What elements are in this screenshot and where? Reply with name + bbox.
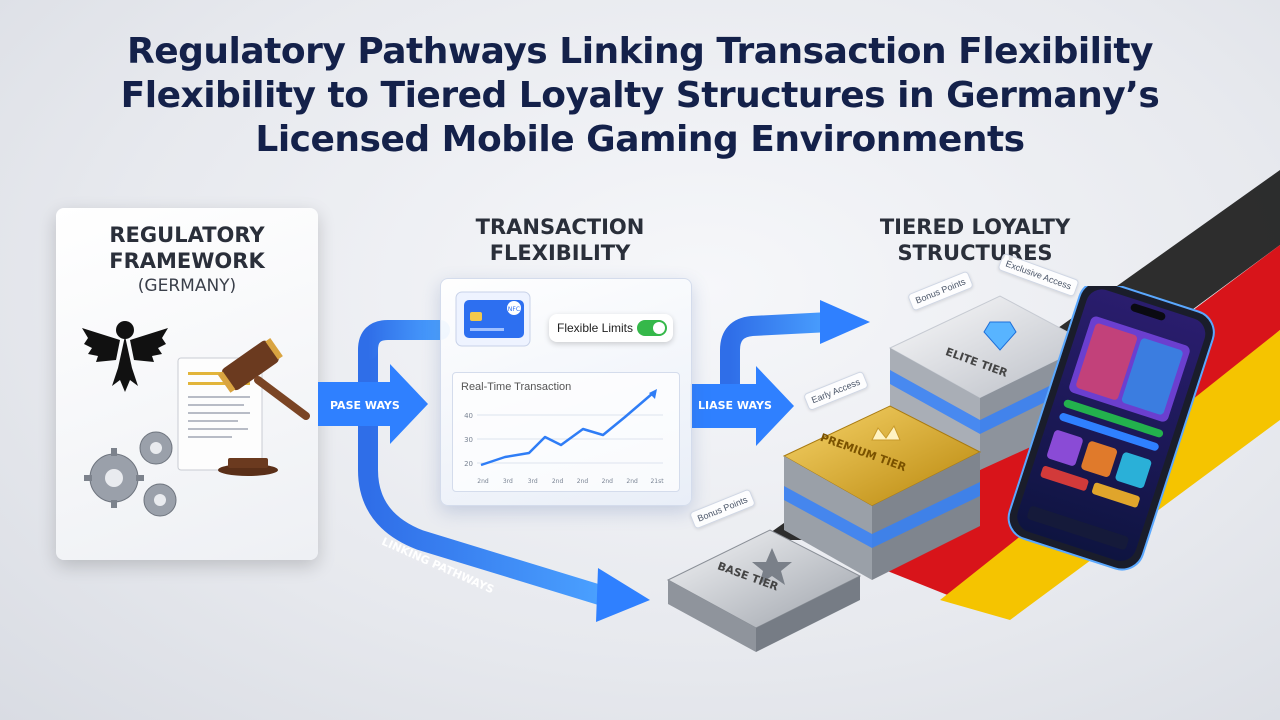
title-line-3: Licensed Mobile Gaming Environments: [255, 119, 1025, 160]
chart-title: Real-Time Transaction: [461, 381, 572, 393]
transaction-heading-line-2: FLEXIBILITY: [489, 241, 631, 265]
title-line-2: Flexibility to Tiered Loyalty Structures…: [120, 75, 1160, 116]
regulatory-heading: REGULATORY FRAMEWORK (GERMANY): [56, 222, 318, 298]
chart-y-tick-label: 30: [464, 436, 473, 444]
crown-icon: [871, 424, 901, 441]
flow-label-upper-right: LIASE WAYS: [698, 399, 772, 412]
arrowhead-top: [820, 300, 870, 344]
diamond-icon: [983, 321, 1017, 351]
chart-x-tick-label: 2nd: [477, 478, 489, 485]
regulatory-heading-line-1: REGULATORY: [109, 223, 265, 247]
regulatory-heading-line-2: FRAMEWORK: [109, 249, 265, 273]
premium-tier-block: [782, 405, 982, 580]
transaction-heading: TRANSACTION FLEXIBILITY: [460, 214, 660, 266]
flexible-limits-toggle[interactable]: [637, 320, 667, 336]
arrowhead-mid: [690, 366, 794, 446]
chart-y-tick-label: 40: [464, 412, 473, 420]
arrowhead-lower: [596, 568, 650, 622]
page-title: Regulatory Pathways Linking Transaction …: [60, 30, 1220, 162]
star-icon: [752, 548, 792, 585]
flow-label-upper-left: PASE WAYS: [330, 399, 400, 412]
smartphone-icon: [1007, 286, 1215, 571]
federal-eagle-icon: [82, 321, 168, 392]
flexible-limits-label: Flexible Limits: [557, 321, 634, 335]
chart-x-tick-label: 3rd: [528, 478, 538, 485]
base-tier-block: [666, 529, 862, 652]
flow-path-top: [358, 320, 450, 360]
chart-x-tick-label: 2nd: [626, 478, 638, 485]
flexible-limits-control[interactable]: Flexible Limits: [549, 314, 673, 342]
regulatory-framework-panel: REGULATORY FRAMEWORK (GERMANY): [56, 208, 318, 560]
chart-trend-line: [480, 392, 654, 467]
chart-x-tick-label: 3rd: [503, 478, 513, 485]
gears-icon: [84, 431, 177, 517]
transaction-chart-plot: 40 30 20 2nd 3rd 3rd 2nd 2nd 2nd 2nd 21st: [464, 389, 664, 485]
chart-x-tick-label: 21st: [650, 478, 664, 485]
chart-x-tick-label: 2nd: [577, 478, 589, 485]
chart-y-tick-label: 20: [464, 460, 473, 468]
gavel-icon: [217, 338, 310, 476]
nfc-label: NFC: [508, 306, 520, 313]
loyalty-heading-line-1: TIERED LOYALTY: [879, 215, 1071, 239]
transaction-chart: Real-Time Transaction 40 30 20 2nd 3rd 3rd 2nd…: [452, 372, 680, 492]
title-line-1: Regulatory Pathways Linking Transaction …: [126, 31, 1154, 72]
flow-path-lower: [358, 340, 610, 605]
chart-x-tick-label: 2nd: [552, 478, 564, 485]
chart-trend-arrowhead: [649, 389, 657, 399]
regulatory-heading-sub: (GERMANY): [137, 276, 237, 296]
credit-card-icon: NFC: [455, 291, 531, 347]
flow-path-right: [720, 312, 840, 410]
chart-x-tick-label: 2nd: [602, 478, 614, 485]
transaction-heading-line-1: TRANSACTION: [475, 215, 645, 239]
arrowhead-left: [318, 364, 428, 444]
